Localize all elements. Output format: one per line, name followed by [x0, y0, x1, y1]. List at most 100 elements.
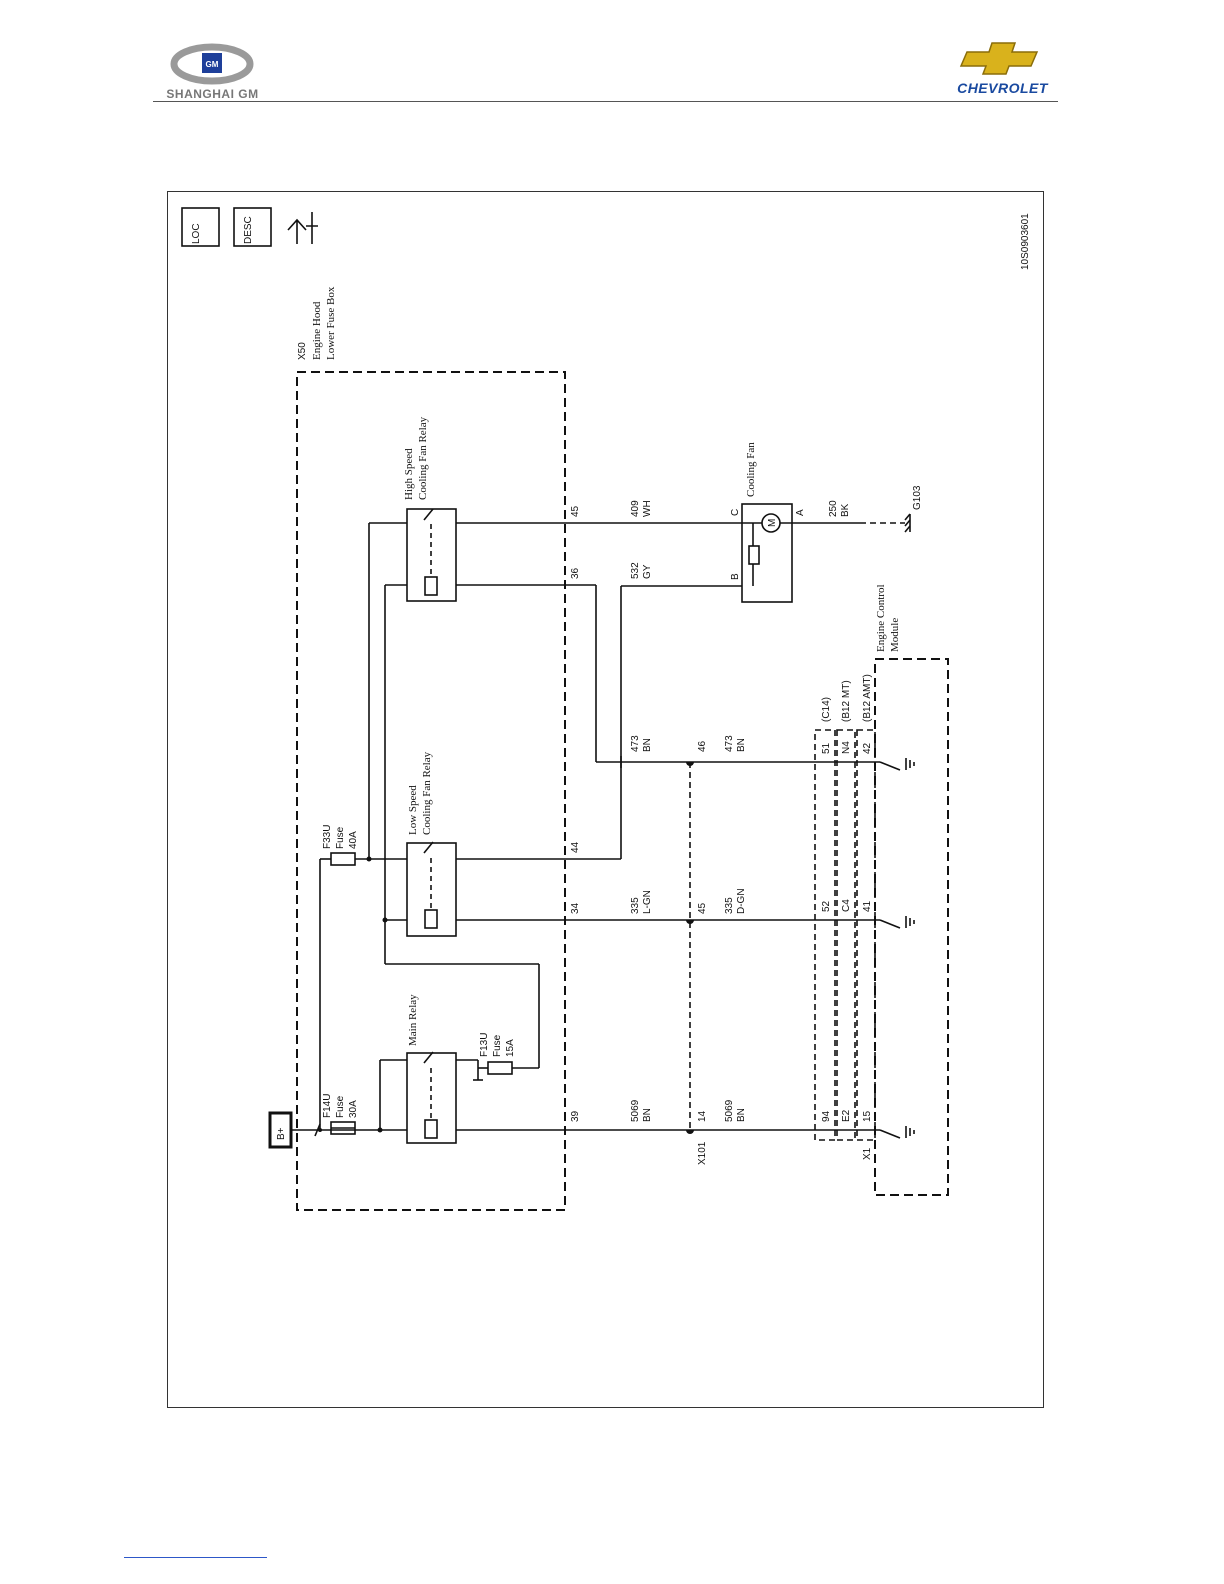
ecm-ground-icon	[905, 758, 915, 1138]
page-header: GM SHANGHAI GM CHEVROLET	[0, 0, 1224, 110]
ecm-name-2: Module	[889, 618, 901, 652]
b12amt-connector-outline	[856, 729, 876, 1141]
shanghai-gm-wordmark: SHANGHAI GM	[166, 87, 259, 101]
header-rule	[153, 101, 1058, 102]
w409-circuit: 409	[630, 500, 641, 517]
chevrolet-bowtie-icon	[959, 42, 1039, 75]
w473a-color: BN	[642, 738, 653, 752]
ecm-name-1: Engine Control	[875, 584, 887, 652]
f13u-type: Fuse	[492, 1034, 503, 1057]
w532-color: GY	[642, 564, 653, 579]
desc-label: DESC	[243, 216, 254, 244]
f33u-fuse-icon	[330, 852, 356, 866]
w250-color: BK	[840, 503, 851, 517]
w5069a-color: BN	[642, 1108, 653, 1122]
low-relay-label-2: Cooling Fan Relay	[421, 751, 433, 835]
cooling-fan-label: Cooling Fan	[745, 442, 757, 497]
x101-pin-46-icon	[686, 762, 694, 766]
ecm-pin-e2: E2	[841, 1109, 852, 1122]
b12mt-connector-outline	[836, 729, 856, 1141]
c14-connector-outline	[814, 729, 836, 1141]
ecm-pin-c4: C4	[841, 899, 852, 912]
shanghai-gm-logo: GM SHANGHAI GM	[155, 40, 270, 102]
conn-b12amt: (B12 AMT)	[862, 674, 873, 722]
low-relay-switch-icon	[423, 841, 434, 854]
conn-c14: (C14)	[821, 697, 832, 722]
f13u-fuse-icon	[487, 1061, 513, 1075]
battery-positive-box	[268, 1111, 293, 1149]
ecm-pin-15: 15	[862, 1110, 873, 1122]
desc-icon[interactable]	[233, 207, 272, 247]
fan-pin-a: A	[795, 509, 806, 516]
ecm-pin-51: 51	[821, 742, 832, 754]
f33u-rating: 40A	[348, 831, 359, 849]
ecm-connector-x1: X1	[862, 1147, 873, 1160]
w335a-color: L-GN	[642, 890, 653, 914]
high-relay-label-1: High Speed	[403, 448, 415, 500]
w5069b-circuit: 5069	[724, 1099, 735, 1122]
w532-pin: 36	[570, 567, 581, 579]
wrench-icon[interactable]	[287, 212, 318, 244]
figure-id: 10S0903601	[1020, 213, 1031, 270]
f14u-id: F14U	[322, 1094, 333, 1118]
x101-pin-45-icon	[686, 920, 694, 924]
high-relay-label-2: Cooling Fan Relay	[417, 416, 429, 500]
loc-label: LOC	[191, 223, 202, 244]
ecm-pin-41: 41	[862, 900, 873, 912]
fan-pin-c: C	[730, 509, 741, 516]
w335a-circuit: 335	[630, 897, 641, 914]
w335b-circuit: 335	[724, 897, 735, 914]
f13u-id: F13U	[479, 1033, 490, 1057]
f33u-type: Fuse	[335, 826, 346, 849]
w5069a-pin: 39	[570, 1110, 581, 1122]
fuse-box-outline	[296, 371, 566, 1211]
ecm-pin-94: 94	[821, 1110, 832, 1122]
fan-pin-b: B	[730, 573, 741, 580]
loc-icon[interactable]	[181, 207, 220, 247]
w473b-color: BN	[736, 738, 747, 752]
ecm-outline	[874, 658, 949, 1196]
low-relay-coil-icon	[424, 909, 438, 929]
w473a-circuit: 473	[630, 735, 641, 752]
main-relay-coil-icon	[424, 1119, 438, 1139]
footer-rule	[124, 1557, 267, 1558]
main-relay-switch-icon	[423, 1051, 434, 1064]
f14u-type: Fuse	[335, 1095, 346, 1118]
high-relay-coil-icon	[424, 576, 438, 596]
main-relay-label: Main Relay	[407, 994, 419, 1046]
ground-g103: G103	[912, 485, 923, 510]
gm-badge-text: GM	[206, 60, 219, 69]
w250-circuit: 250	[828, 500, 839, 517]
x101-pin-14-icon	[686, 1130, 694, 1134]
w5069b-color: BN	[736, 1108, 747, 1122]
high-speed-relay	[406, 508, 457, 602]
w5069b-pin: 14	[697, 1110, 708, 1122]
ecm-pin-42: 42	[862, 742, 873, 754]
diagram-frame	[167, 191, 1044, 1408]
fan-motor-label: M	[767, 519, 778, 527]
w473b-circuit: 473	[724, 735, 735, 752]
fuse-box-name-1: Engine Hood	[311, 301, 323, 360]
w409-color: WH	[642, 500, 653, 517]
chevrolet-wordmark: CHEVROLET	[957, 80, 1048, 96]
w335a-pin: 34	[570, 902, 581, 914]
fuse-box-name-2: Lower Fuse Box	[325, 286, 337, 360]
shanghai-gm-emblem-icon: GM	[170, 43, 254, 85]
f13u-rating: 15A	[505, 1039, 516, 1057]
x101-label: X101	[697, 1141, 708, 1165]
ecm-pin-52: 52	[821, 900, 832, 912]
high-relay-switch-icon	[423, 508, 434, 521]
w44-pin: 44	[570, 841, 581, 853]
w473b-pin: 46	[697, 740, 708, 752]
fuse-box-id: X50	[297, 342, 308, 360]
f33u-id: F33U	[322, 825, 333, 849]
w532-circuit: 532	[630, 562, 641, 579]
fan-resistor-icon	[748, 545, 760, 565]
w335b-pin: 45	[697, 902, 708, 914]
cooling-fan-module	[741, 503, 793, 603]
w5069a-circuit: 5069	[630, 1099, 641, 1122]
w409-pin: 45	[570, 505, 581, 517]
ecm-pin-n4: N4	[841, 741, 852, 754]
w335b-color: D-GN	[736, 888, 747, 914]
